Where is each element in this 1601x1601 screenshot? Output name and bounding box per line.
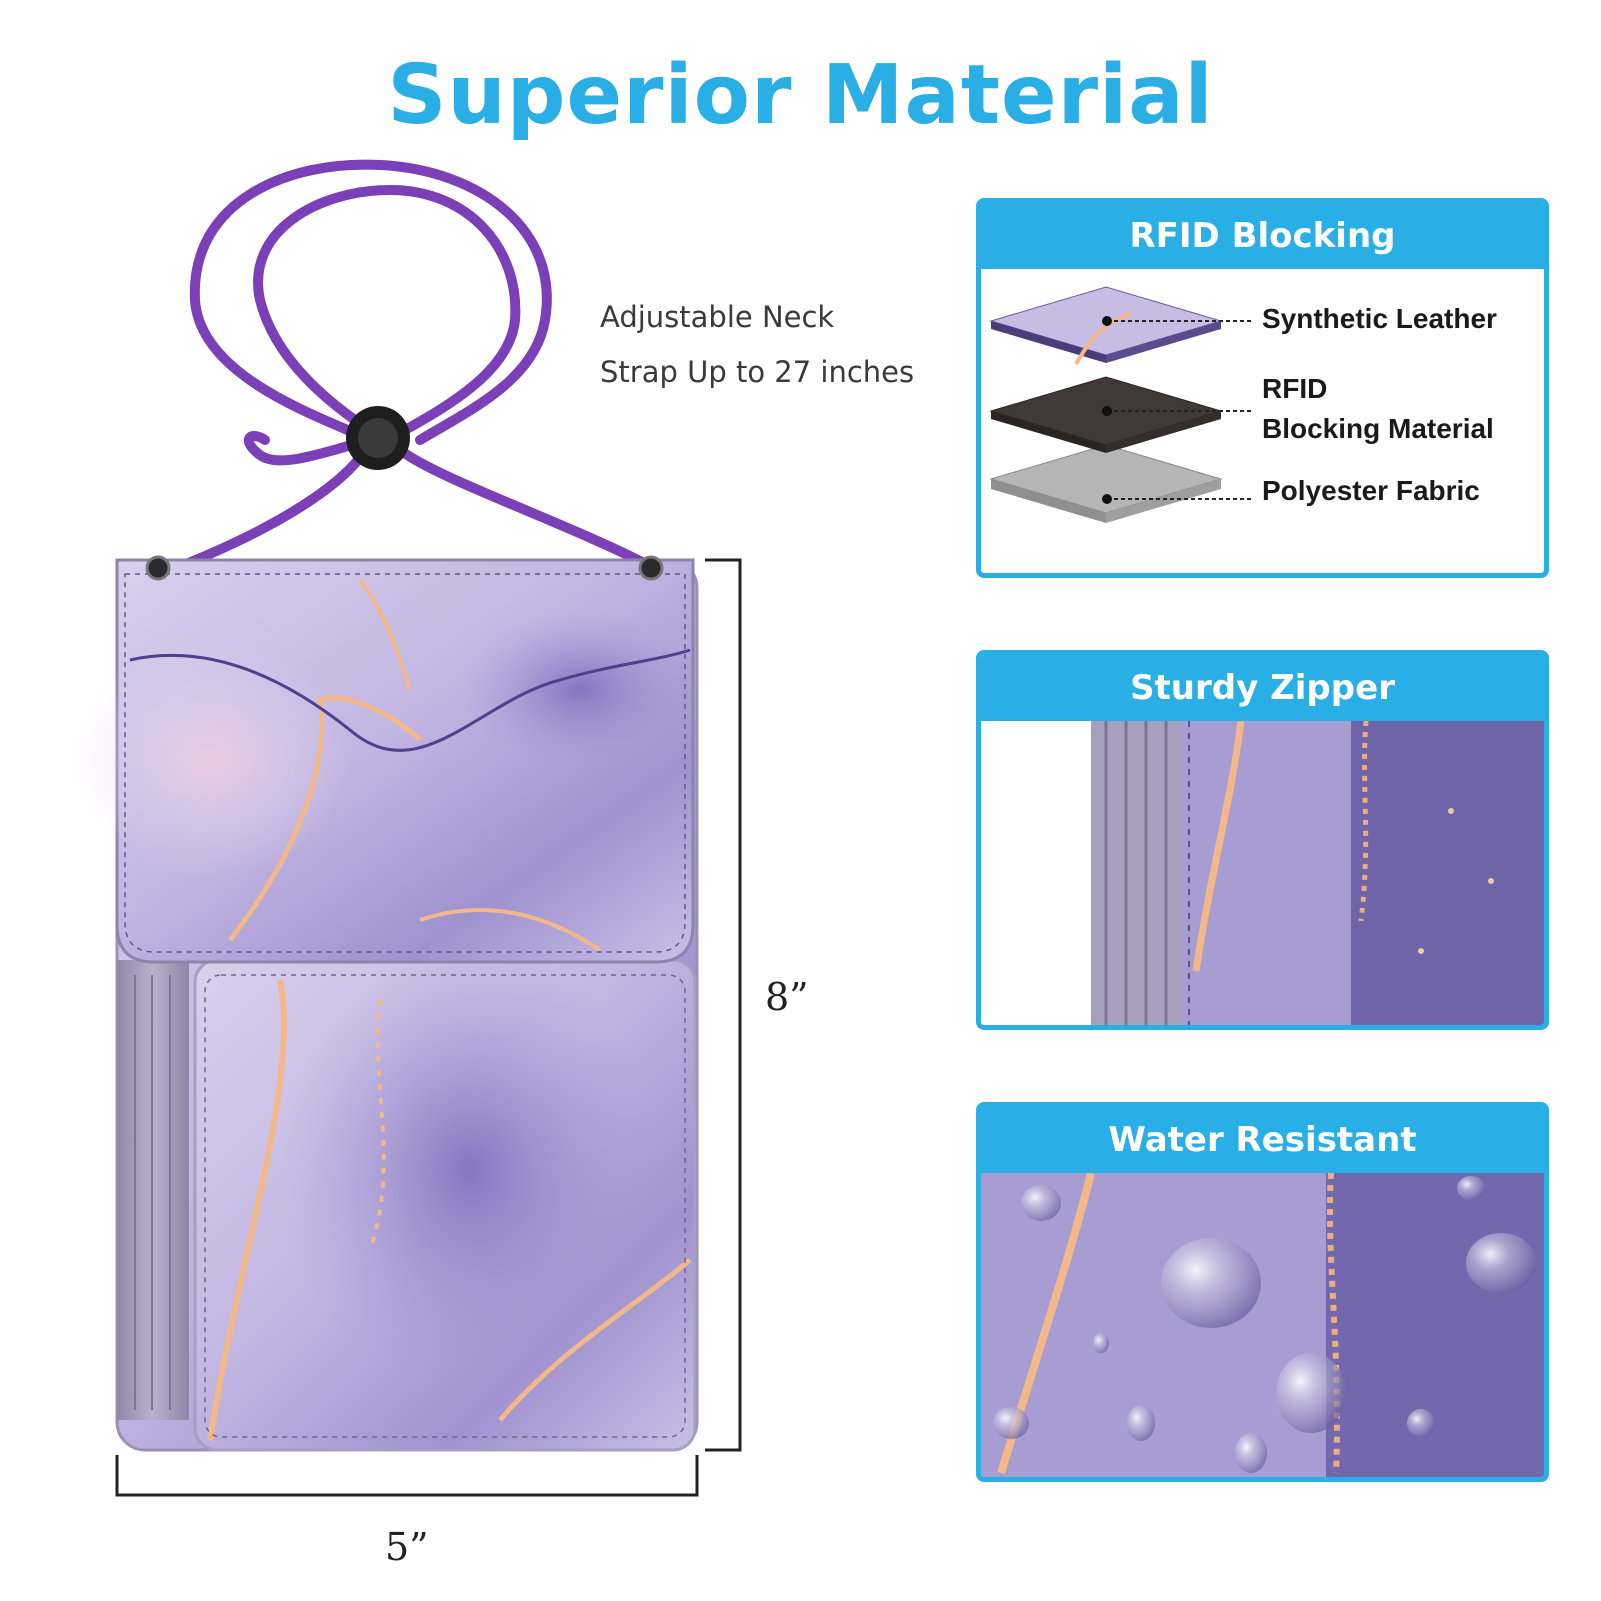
- water-panel: Water Resistant: [976, 1102, 1549, 1482]
- water-droplets-closeup-image: [981, 1173, 1544, 1477]
- strap-label-line1: Adjustable Neck: [600, 300, 835, 334]
- water-panel-title: Water Resistant: [981, 1107, 1544, 1173]
- layer-label-synthetic-leather: Synthetic Leather: [1262, 303, 1497, 334]
- rfid-panel: RFID Blocking Synthetic: [976, 198, 1549, 578]
- layer-label-polyester-fabric: Polyester Fabric: [1262, 475, 1480, 506]
- layer-label-rfid-blocking-material: Blocking Material: [1262, 413, 1494, 444]
- strap-label-line2: Strap Up to 27 inches: [600, 355, 915, 389]
- layer-label-rfid: RFID: [1262, 373, 1328, 404]
- height-dimension-line: [705, 558, 742, 1452]
- width-dimension-line: [115, 1455, 699, 1497]
- height-dimension-label: 8”: [765, 975, 809, 1019]
- zipper-closeup-image: [981, 721, 1544, 1025]
- neck-strap: [161, 159, 655, 577]
- width-dimension-label: 5”: [385, 1525, 429, 1569]
- page-title: Superior Material: [387, 48, 1214, 143]
- grommet-right-icon: [638, 555, 664, 581]
- zipper-panel-title: Sturdy Zipper: [981, 655, 1544, 721]
- product-illustration: [70, 159, 742, 1497]
- rfid-panel-title: RFID Blocking: [981, 203, 1544, 269]
- grommet-left-icon: [145, 555, 171, 581]
- zipper-panel: Sturdy Zipper: [976, 650, 1549, 1030]
- material-layers-diagram: [989, 286, 1253, 523]
